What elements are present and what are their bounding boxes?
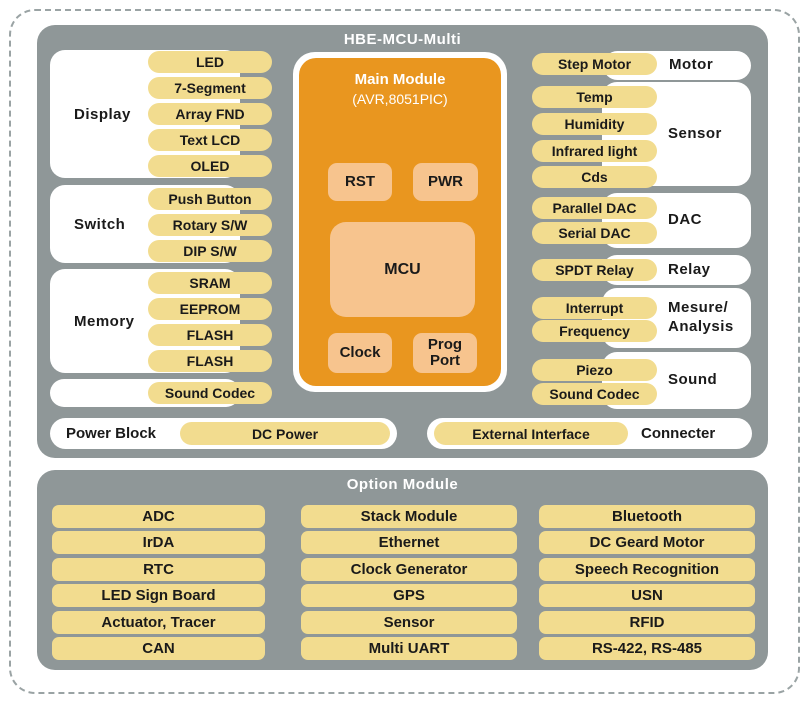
pill-flash-1: FLASH <box>148 324 272 346</box>
option-can: CAN <box>52 637 265 660</box>
option-led-sign-board: LED Sign Board <box>52 584 265 607</box>
pill-temp: Temp <box>532 86 657 108</box>
main-module-subtitle: (AVR,8051PIC) <box>352 91 448 107</box>
pill-frequency: Frequency <box>532 320 657 342</box>
group-display-label: Display <box>74 105 131 123</box>
pill-oled: OLED <box>148 155 272 177</box>
main-module: Main Module (AVR,8051PIC) RST PWR MCU Cl… <box>293 52 507 392</box>
main-board-panel: HBE-MCU-Multi Display Switch Memory LED … <box>37 25 768 458</box>
pill-sram: SRAM <box>148 272 272 294</box>
option-irda: IrDA <box>52 531 265 554</box>
group-memory-label: Memory <box>74 312 135 330</box>
pill-cds: Cds <box>532 166 657 188</box>
group-sensor-label: Sensor <box>668 124 722 142</box>
option-module-title: Option Module <box>346 476 459 493</box>
pill-serial-dac: Serial DAC <box>532 222 657 244</box>
option-rfid: RFID <box>539 611 755 634</box>
pill-push-button: Push Button <box>148 188 272 210</box>
group-mesure-label-line2: Analysis <box>668 318 734 335</box>
pill-led: LED <box>148 51 272 73</box>
connecter-label: Connecter <box>641 425 716 442</box>
block-rst: RST <box>328 163 392 201</box>
main-module-title: Main Module <box>354 71 446 88</box>
main-module-body: Main Module (AVR,8051PIC) RST PWR MCU Cl… <box>299 58 501 386</box>
option-stack-module: Stack Module <box>301 505 517 528</box>
pill-piezo: Piezo <box>532 359 657 381</box>
board-title: HBE-MCU-Multi <box>343 31 462 48</box>
pill-eeprom: EEPROM <box>148 298 272 320</box>
pill-7segment: 7-Segment <box>148 77 272 99</box>
group-sound-label: Sound <box>668 371 718 389</box>
group-dac-label: DAC <box>668 211 702 229</box>
pill-parallel-dac: Parallel DAC <box>532 197 657 219</box>
option-rtc: RTC <box>52 558 265 581</box>
option-usn: USN <box>539 584 755 607</box>
pill-flash-2: FLASH <box>148 350 272 372</box>
dashed-outer-border <box>9 9 800 694</box>
pill-step-motor: Step Motor <box>532 53 657 75</box>
option-rs422-rs485: RS-422, RS-485 <box>539 637 755 660</box>
power-block-label: Power Block <box>66 425 157 442</box>
pill-spdt-relay: SPDT Relay <box>532 259 657 281</box>
option-multi-uart: Multi UART <box>301 637 517 660</box>
block-prog-port: Prog Port <box>413 333 477 373</box>
block-clock: Clock <box>328 333 392 373</box>
option-module-panel: Option Module ADC IrDA RTC LED Sign Boar… <box>37 470 768 670</box>
group-switch-label: Switch <box>74 215 126 233</box>
option-sensor: Sensor <box>301 611 517 634</box>
pill-infrared-light: Infrared light <box>532 140 657 162</box>
pill-external-interface: External Interface <box>434 422 628 445</box>
option-adc: ADC <box>52 505 265 528</box>
option-bluetooth: Bluetooth <box>539 505 755 528</box>
group-relay-label: Relay <box>668 260 711 278</box>
pill-sound-codec-left: Sound Codec <box>148 382 272 404</box>
pill-rotary-sw: Rotary S/W <box>148 214 272 236</box>
pill-dc-power: DC Power <box>180 422 390 445</box>
power-block-bar: Power Block DC Power <box>50 418 397 449</box>
pill-humidity: Humidity <box>532 113 657 135</box>
pill-array-fnd: Array FND <box>148 103 272 125</box>
option-speech-recognition: Speech Recognition <box>539 558 755 581</box>
option-clock-generator: Clock Generator <box>301 558 517 581</box>
external-interface-bar: External Interface Connecter <box>427 418 752 449</box>
option-dc-geard-motor: DC Geard Motor <box>539 531 755 554</box>
pill-text-lcd: Text LCD <box>148 129 272 151</box>
option-actuator-tracer: Actuator, Tracer <box>52 611 265 634</box>
pill-sound-codec-right: Sound Codec <box>532 383 657 405</box>
pill-dip-sw: DIP S/W <box>148 240 272 262</box>
option-ethernet: Ethernet <box>301 531 517 554</box>
block-mcu: MCU <box>330 222 475 317</box>
group-mesure-label-line1: Mesure/ <box>668 299 729 317</box>
pill-interrupt: Interrupt <box>532 297 657 319</box>
block-pwr: PWR <box>413 163 478 201</box>
group-motor-label: Motor <box>669 56 714 74</box>
option-gps: GPS <box>301 584 517 607</box>
